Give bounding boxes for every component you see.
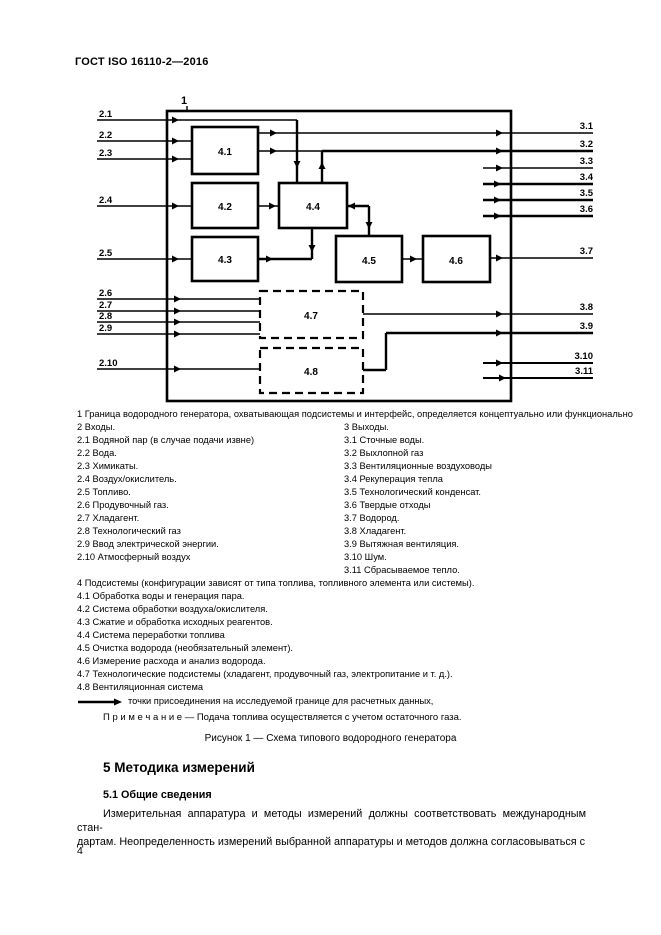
input-2-1-label: 2.1 bbox=[99, 109, 113, 120]
legend-item: 2.5 Топливо. bbox=[77, 487, 131, 497]
legend-item: 3.1 Сточные воды. bbox=[344, 435, 425, 445]
legend-item: 2 Входы. bbox=[77, 422, 116, 432]
output-3-7-label: 3.7 bbox=[580, 246, 593, 257]
legend-item: 4.1 Обработка воды и генерация пара. bbox=[77, 591, 245, 601]
legend-item: 4.7 Технологические подсистемы (хладаген… bbox=[77, 669, 453, 679]
legend-item: 2.9 Ввод электрической энергии. bbox=[77, 539, 219, 549]
input-2-2-label: 2.2 bbox=[99, 130, 112, 141]
generator-boundary: 1 bbox=[165, 95, 513, 403]
legend-item: 4 Подсистемы (конфигурации зависят от ти… bbox=[77, 578, 475, 588]
legend-item: 2.2 Вода. bbox=[77, 448, 117, 458]
legend-item: 3 Выходы. bbox=[344, 422, 389, 432]
page-number: 4 bbox=[77, 845, 83, 857]
flow-arrowheads bbox=[172, 116, 506, 382]
legend-item: 3.6 Твердые отходы bbox=[344, 500, 431, 510]
output-3-3-label: 3.3 bbox=[580, 156, 593, 167]
body-line-1: Измерительная аппаратура и методы измере… bbox=[77, 808, 586, 834]
legend-item: 3.9 Вытяжная вентиляция. bbox=[344, 539, 460, 549]
legend-item: 3.11 Сбрасываемое тепло. bbox=[344, 565, 460, 575]
legend-item: 2.4 Воздух/окислитель. bbox=[77, 474, 177, 484]
input-2-8-label: 2.8 bbox=[99, 311, 112, 322]
legend-columns: 2 Входы. 2.1 Водяной пар (в случае подачи… bbox=[77, 421, 607, 577]
figure-note: П р и м е ч а н и е — Подача топлива осу… bbox=[103, 712, 462, 723]
input-2-5-label: 2.5 bbox=[99, 248, 113, 259]
body-line-2: дартам. Неопределенность измерений выбра… bbox=[77, 835, 586, 848]
legend-item: 3.3 Вентиляционные воздуховоды bbox=[344, 461, 492, 471]
legend-item: 3.5 Технологический конденсат. bbox=[344, 487, 481, 497]
input-labels: 2.1 2.2 2.3 2.4 2.5 2.6 2.7 2.8 2.9 2.10 bbox=[99, 109, 118, 369]
box-4-6-label: 4.6 bbox=[449, 256, 463, 267]
figure-caption: Рисунок 1 — Схема типового водородного г… bbox=[204, 733, 457, 744]
legend-item: 4.4 Система переработки топлива bbox=[77, 630, 225, 640]
legend-item: 4.3 Сжатие и обработка исходных реагенто… bbox=[77, 617, 273, 627]
output-3-11-label: 3.11 bbox=[575, 366, 594, 377]
output-3-6-label: 3.6 bbox=[580, 204, 593, 215]
legend-item: 3.10 Шум. bbox=[344, 552, 387, 562]
legend-subsystems-list: 4 Подсистемы (конфигурации зависят от ти… bbox=[77, 577, 607, 694]
legend-item: 3.2 Выхлопной газ bbox=[344, 448, 424, 458]
legend-outputs-list: 3 Выходы. 3.1 Сточные воды. 3.2 Выхлопной … bbox=[344, 421, 607, 577]
output-3-9-label: 3.9 bbox=[580, 321, 593, 332]
legend-item: 2.8 Технологический газ bbox=[77, 526, 181, 536]
output-3-10-label: 3.10 bbox=[575, 351, 594, 362]
box-4-1-label: 4.1 bbox=[218, 147, 232, 158]
boundary-label: 1 bbox=[181, 95, 187, 107]
output-3-1-label: 3.1 bbox=[580, 121, 594, 132]
legend-connection-note: точки присоединения на исследуемой грани… bbox=[128, 696, 434, 706]
legend-item: 2.1 Водяной пар (в случае подачи извне) bbox=[77, 435, 255, 445]
legend-inputs-list: 2 Входы. 2.1 Водяной пар (в случае подачи… bbox=[77, 421, 344, 577]
input-2-3-label: 2.3 bbox=[99, 148, 112, 159]
legend-boundary-note: 1 Граница водородного генератора, охваты… bbox=[77, 409, 633, 419]
legend-item: 4.2 Система обработки воздуха/окислителя… bbox=[77, 604, 268, 614]
legend-item: 4.5 Очистка водорода (необязательный эле… bbox=[77, 643, 294, 653]
box-4-8-label: 4.8 bbox=[304, 367, 318, 378]
box-4-7-label: 4.7 bbox=[304, 311, 318, 322]
box-4-3-label: 4.3 bbox=[218, 255, 232, 266]
legend-item: 3.8 Хладагент. bbox=[344, 526, 407, 536]
output-3-2-label: 3.2 bbox=[580, 139, 593, 150]
input-2-10-label: 2.10 bbox=[99, 358, 118, 369]
flow-lines bbox=[258, 132, 593, 379]
legend-item: 2.6 Продувочный газ. bbox=[77, 500, 169, 510]
output-3-5-label: 3.5 bbox=[580, 188, 594, 199]
legend-item: 2.10 Атмосферный воздух bbox=[77, 552, 191, 562]
subsystem-boxes: 4.1 4.2 4.3 4.4 4.5 4.6 4.7 4.8 bbox=[190, 125, 492, 395]
legend-item: 3.7 Водород. bbox=[344, 513, 400, 523]
input-2-7-label: 2.7 bbox=[99, 300, 112, 311]
legend-item: 2.7 Хладагент. bbox=[77, 513, 140, 523]
legend-item: 2.3 Химикаты. bbox=[77, 461, 139, 471]
connection-arrow-icon bbox=[78, 698, 122, 705]
output-labels: 3.1 3.2 3.3 3.4 3.5 3.6 3.7 3.8 3.9 3.10… bbox=[575, 121, 594, 377]
box-4-4-label: 4.4 bbox=[306, 202, 320, 213]
hydrogen-generator-diagram: 1 bbox=[97, 95, 594, 403]
legend-item: 3.4 Рекуперация тепла bbox=[344, 474, 443, 484]
document-header: ГОСТ ISO 16110-2—2016 bbox=[75, 56, 209, 68]
input-2-4-label: 2.4 bbox=[99, 195, 113, 206]
output-3-8-label: 3.8 bbox=[580, 302, 593, 313]
legend-item: 4.6 Измерение расхода и анализ водорода. bbox=[77, 656, 266, 666]
section-heading: 5 Методика измерений bbox=[103, 760, 255, 775]
legend-connection-row: точки присоединения на исследуемой грани… bbox=[77, 695, 607, 708]
output-3-4-label: 3.4 bbox=[580, 172, 594, 183]
input-2-6-label: 2.6 bbox=[99, 288, 112, 299]
section-subheading: 5.1 Общие сведения bbox=[103, 789, 212, 801]
box-4-2-label: 4.2 bbox=[218, 202, 232, 213]
body-paragraph: Измерительная аппаратура и методы измере… bbox=[77, 808, 586, 849]
legend-item: 4.8 Вентиляционная система bbox=[77, 682, 204, 692]
input-2-9-label: 2.9 bbox=[99, 323, 112, 334]
box-4-5-label: 4.5 bbox=[362, 256, 376, 267]
figure-legend: 1 Граница водородного генератора, охваты… bbox=[77, 408, 633, 708]
